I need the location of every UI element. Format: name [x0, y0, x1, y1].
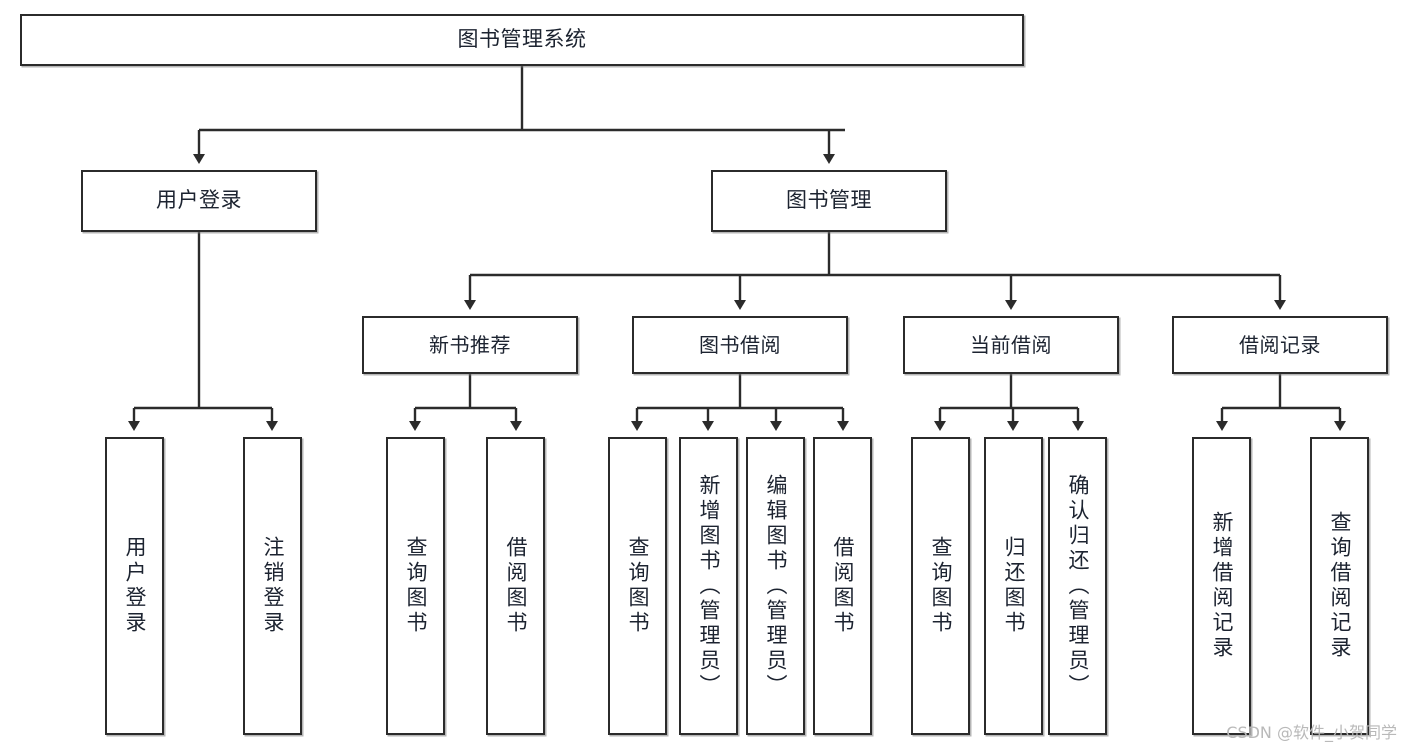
node-leaf-user-logout[interactable]: 注销登录 [243, 437, 302, 735]
node-book-borrow-label: 图书借阅 [699, 332, 781, 357]
node-new-book-recommend-label: 新书推荐 [429, 332, 511, 357]
node-current-borrow[interactable]: 当前借阅 [903, 316, 1119, 374]
node-borrow-record[interactable]: 借阅记录 [1172, 316, 1388, 374]
node-user-login[interactable]: 用户登录 [81, 170, 317, 232]
node-leaf-add-record-label: 新增借阅记录 [1210, 511, 1234, 661]
node-leaf-borrow-book-rec-label: 借阅图书 [504, 536, 528, 636]
node-leaf-return-book-label: 归还图书 [1002, 536, 1026, 636]
node-leaf-query-book-borrow-label: 查询图书 [626, 536, 650, 636]
node-leaf-query-book-rec-label: 查询图书 [404, 536, 428, 636]
node-book-manage[interactable]: 图书管理 [711, 170, 947, 232]
node-leaf-query-book-rec[interactable]: 查询图书 [386, 437, 445, 735]
node-leaf-add-record[interactable]: 新增借阅记录 [1192, 437, 1251, 735]
node-leaf-add-book-label: 新增图书（管理员） [697, 473, 721, 699]
node-leaf-borrow-book-rec[interactable]: 借阅图书 [486, 437, 545, 735]
node-book-borrow[interactable]: 图书借阅 [632, 316, 848, 374]
node-leaf-query-book-borrow[interactable]: 查询图书 [608, 437, 667, 735]
node-new-book-recommend[interactable]: 新书推荐 [362, 316, 578, 374]
node-leaf-borrow-book-label: 借阅图书 [831, 536, 855, 636]
node-leaf-query-record-label: 查询借阅记录 [1328, 511, 1352, 661]
node-current-borrow-label: 当前借阅 [970, 332, 1052, 357]
node-leaf-user-login[interactable]: 用户登录 [105, 437, 164, 735]
node-book-manage-label: 图书管理 [786, 188, 872, 213]
node-leaf-add-book[interactable]: 新增图书（管理员） [679, 437, 738, 735]
node-leaf-query-record[interactable]: 查询借阅记录 [1310, 437, 1369, 735]
node-leaf-user-logout-label: 注销登录 [261, 536, 285, 636]
node-user-login-label: 用户登录 [156, 188, 242, 213]
node-leaf-query-book-cur[interactable]: 查询图书 [911, 437, 970, 735]
node-leaf-edit-book[interactable]: 编辑图书（管理员） [746, 437, 805, 735]
node-root-label: 图书管理系统 [457, 27, 587, 52]
node-leaf-confirm-return[interactable]: 确认归还（管理员） [1048, 437, 1107, 735]
node-leaf-borrow-book[interactable]: 借阅图书 [813, 437, 872, 735]
node-leaf-return-book[interactable]: 归还图书 [984, 437, 1043, 735]
node-borrow-record-label: 借阅记录 [1239, 332, 1321, 357]
node-root[interactable]: 图书管理系统 [20, 14, 1024, 66]
node-leaf-edit-book-label: 编辑图书（管理员） [764, 473, 788, 699]
node-leaf-query-book-cur-label: 查询图书 [929, 536, 953, 636]
node-leaf-user-login-label: 用户登录 [123, 536, 147, 636]
node-leaf-confirm-return-label: 确认归还（管理员） [1066, 473, 1090, 699]
